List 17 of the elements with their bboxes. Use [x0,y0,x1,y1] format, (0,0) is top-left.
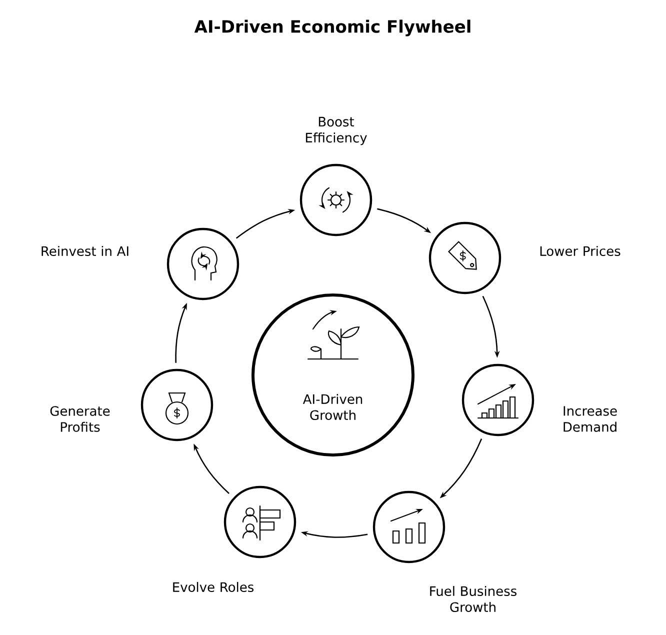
node-label: Increase Demand [564,406,617,432]
node-label: AI-Driven Growth [302,394,362,420]
title: AI-Driven Economic Flywheel [194,20,470,36]
step-circle [173,486,296,592]
node-label: Evolve Roles [173,582,254,592]
node-label: Generate Profits [50,406,110,432]
step-circle [50,368,214,442]
node-label: Reinvest in AI [42,246,128,256]
node-label: Lower Prices [540,246,620,256]
step-circle [462,364,617,436]
node-label: Fuel Business Growth [430,586,516,612]
step-circle [428,222,620,294]
step-circle [372,490,516,612]
step-circle [42,228,240,300]
hub-circle [252,294,414,456]
step-circle [300,116,372,236]
node-label: Boost Efficiency [306,116,367,146]
